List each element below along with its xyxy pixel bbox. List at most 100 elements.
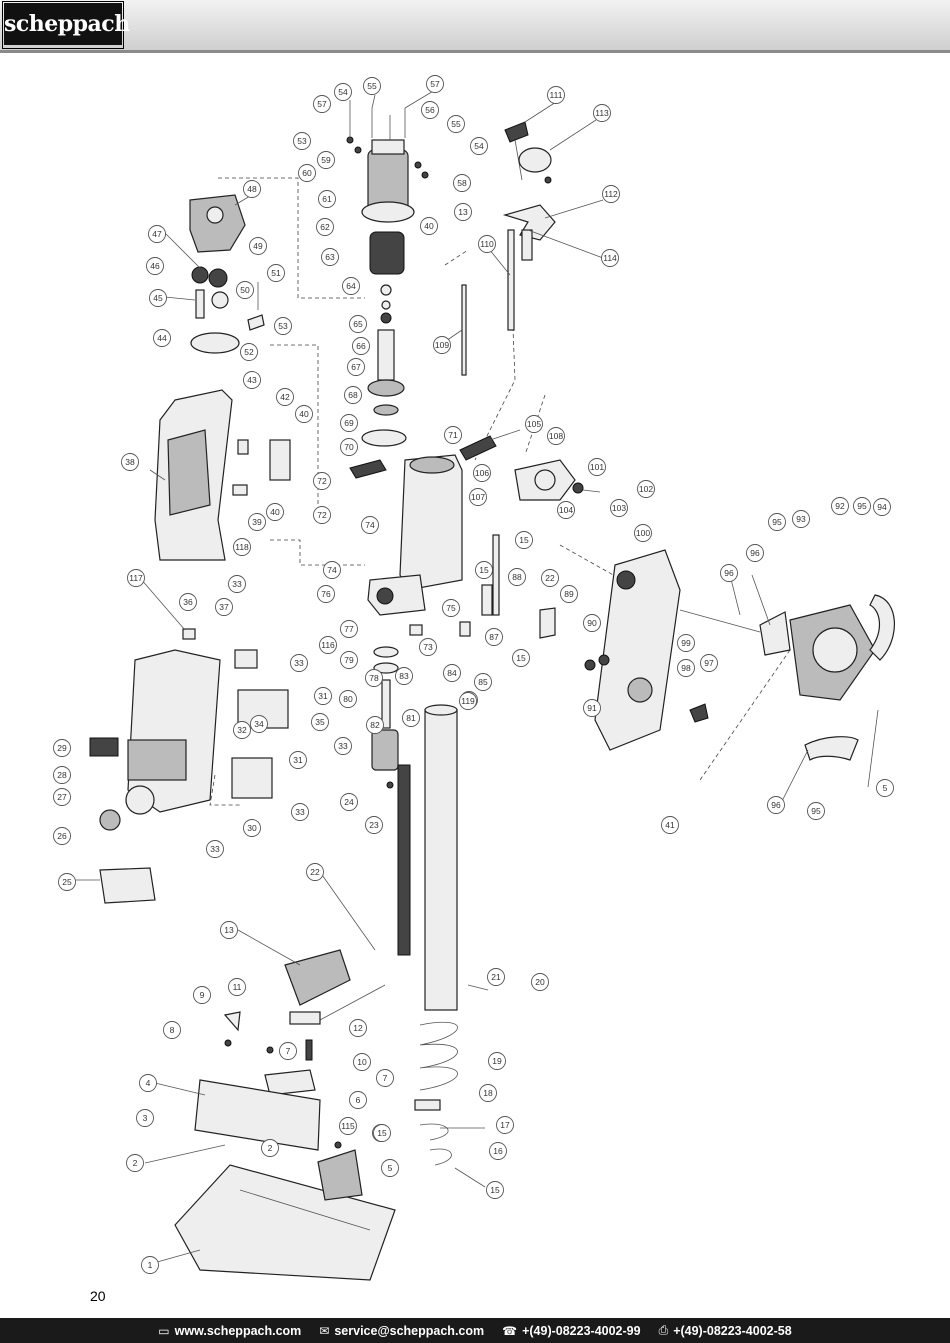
part-callout: 85 (474, 673, 492, 691)
part-callout: 15 (486, 1181, 504, 1199)
callout-circle (347, 358, 365, 376)
part-callout: 71 (444, 426, 462, 444)
part-callout: 91 (583, 699, 601, 717)
part-callout: 39 (248, 513, 266, 531)
part-callout: 51 (267, 264, 285, 282)
callout-label: 2 (133, 1158, 138, 1168)
part-callout: 7 (376, 1069, 394, 1087)
callout-circle (677, 659, 695, 677)
part-callout: 62 (316, 218, 334, 236)
part-callout: 79 (340, 651, 358, 669)
callout-circle (313, 506, 331, 524)
callout-circle (488, 1052, 506, 1070)
part-callout: 55 (447, 115, 465, 133)
part-callout: 41 (661, 816, 679, 834)
part-callout: 63 (321, 248, 339, 266)
callout-label: 22 (545, 573, 555, 583)
callout-label: 42 (280, 392, 290, 402)
callout-label: 97 (704, 658, 714, 668)
callout-label: 74 (365, 520, 375, 530)
part-callout: 97 (700, 654, 718, 672)
callout-label: 91 (587, 703, 597, 713)
callout-label: 24 (344, 797, 354, 807)
callout-label: 68 (348, 390, 358, 400)
callout-label: 3 (143, 1113, 148, 1123)
part-callout: 15 (475, 561, 493, 579)
callout-circle (243, 180, 261, 198)
callout-circle (426, 75, 444, 93)
part-callout: 112 (602, 185, 620, 203)
email-item[interactable]: ✉ service@scheppach.com (319, 1324, 484, 1338)
callout-label: 81 (406, 713, 416, 723)
website-link[interactable]: www.scheppach.com (174, 1323, 302, 1338)
part-callout: 5 (381, 1159, 399, 1177)
callout-circle (807, 802, 825, 820)
part-callout: 32 (233, 721, 251, 739)
callout-label: 56 (425, 105, 435, 115)
callout-circle (700, 654, 718, 672)
part-callout: 70 (340, 438, 358, 456)
part-callout: 33 (228, 575, 246, 593)
callout-label: 36 (183, 597, 193, 607)
callout-circle (381, 1159, 399, 1177)
email-link[interactable]: service@scheppach.com (334, 1323, 485, 1338)
callout-label: 89 (564, 589, 574, 599)
part-callout: 50 (236, 281, 254, 299)
callout-circle (677, 634, 695, 652)
callout-label: 25 (62, 877, 72, 887)
part-callout: 76 (317, 585, 335, 603)
callout-label: 84 (447, 668, 457, 678)
fax-number: +(49)-08223-4002-58 (673, 1323, 792, 1338)
mail-icon: ✉ (319, 1323, 330, 1338)
part-callout: 96 (767, 796, 785, 814)
part-callout: 53 (293, 132, 311, 150)
callout-label: 15 (519, 535, 529, 545)
part-callout: 12 (349, 1019, 367, 1037)
callout-label: 40 (424, 221, 434, 231)
callout-circle (831, 497, 849, 515)
callout-circle (601, 249, 619, 267)
part-callout: 119 (459, 692, 477, 710)
callout-circle (768, 513, 786, 531)
callout-circle (593, 104, 611, 122)
callout-circle (459, 692, 477, 710)
part-callout: 26 (53, 827, 71, 845)
callout-label: 18 (483, 1088, 493, 1098)
callout-circle (583, 699, 601, 717)
part-callout: 33 (334, 737, 352, 755)
callout-label: 100 (636, 528, 650, 538)
part-callout: 96 (746, 544, 764, 562)
part-callout: 17 (496, 1116, 514, 1134)
website-item[interactable]: ▭ www.scheppach.com (158, 1324, 301, 1338)
callout-label: 31 (293, 755, 303, 765)
part-callout: 98 (677, 659, 695, 677)
part-callout: 46 (146, 257, 164, 275)
part-callout: 31 (314, 687, 332, 705)
callout-label: 47 (152, 229, 162, 239)
part-callout: 100 (634, 524, 652, 542)
callout-circle (276, 388, 294, 406)
part-callout: 82 (366, 716, 384, 734)
page-header: scheppach (0, 0, 950, 53)
part-callout: 30 (243, 819, 261, 837)
part-callout: 57 (313, 95, 331, 113)
callout-label: 46 (150, 261, 160, 271)
callout-label: 62 (320, 222, 330, 232)
callout-circle (342, 277, 360, 295)
part-callout: 56 (421, 101, 439, 119)
contact-footer: ▭ www.scheppach.com ✉ service@scheppach.… (0, 1318, 950, 1343)
callout-circle (395, 667, 413, 685)
callout-circle (274, 317, 292, 335)
part-callout: 27 (53, 788, 71, 806)
callout-label: 65 (353, 319, 363, 329)
part-callout: 83 (395, 667, 413, 685)
part-callout: 72 (313, 472, 331, 490)
callout-circle (306, 863, 324, 881)
motor-assembly (346, 108, 429, 447)
callout-label: 57 (317, 99, 327, 109)
callout-circle (53, 788, 71, 806)
callout-label: 33 (210, 844, 220, 854)
callout-label: 41 (665, 820, 675, 830)
callout-label: 104 (559, 505, 573, 515)
callout-label: 96 (724, 568, 734, 578)
